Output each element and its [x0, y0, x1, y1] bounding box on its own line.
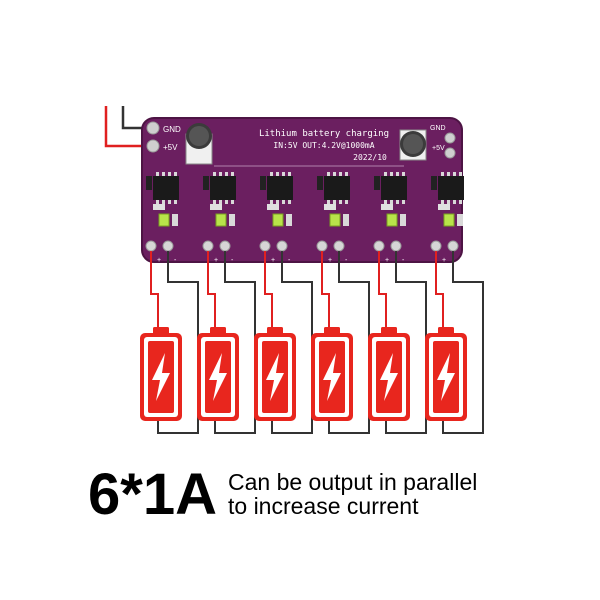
red-wire: [207, 251, 216, 333]
led-icon: [386, 213, 398, 227]
output-pad-plus: [259, 240, 271, 252]
battery-icon: [140, 327, 182, 421]
output-pad-minus: [162, 240, 174, 252]
resistor: [431, 176, 437, 190]
led-icon: [443, 213, 455, 227]
lightning-bolt-icon: [209, 353, 227, 401]
chip-icon: [210, 172, 236, 204]
pad-plus-label: +: [442, 257, 446, 264]
smd-component: [229, 214, 235, 226]
output-pad-minus: [447, 240, 459, 252]
battery-icon: [368, 327, 410, 421]
input-wires: [104, 106, 150, 148]
input-black-wire: [121, 106, 150, 130]
resistor: [203, 176, 209, 190]
led-icon: [272, 213, 284, 227]
pad-minus-label: -: [402, 257, 405, 264]
red-wire: [378, 251, 387, 333]
pad-plus-label: +: [157, 257, 161, 264]
pad-minus-label: -: [345, 257, 348, 264]
red-wire: [150, 251, 159, 333]
lightning-bolt-icon: [380, 353, 398, 401]
board-spec: IN:5V OUT:4.2V@1000mA: [273, 141, 374, 150]
smd-component: [210, 204, 222, 210]
board-title: Lithium battery charging: [259, 129, 389, 139]
pcb-board: GND +5V GND +5V Lithium battery charging…: [141, 117, 464, 264]
input-red-wire: [104, 106, 150, 148]
gnd-label-right: GND: [430, 125, 446, 132]
pad-plus-label: +: [328, 257, 332, 264]
smd-component: [381, 204, 393, 210]
battery-icon: [197, 327, 239, 421]
black-wire: [442, 251, 484, 434]
caption-line-2: to increase current: [228, 493, 419, 519]
battery-icon: [254, 327, 296, 421]
pad-minus-label: -: [459, 257, 462, 264]
smd-component: [153, 204, 165, 210]
red-wire: [264, 251, 273, 333]
red-wire: [321, 251, 330, 333]
pad-minus-label: -: [231, 257, 234, 264]
output-pad-minus: [333, 240, 345, 252]
output-pad-plus: [202, 240, 214, 252]
pad-plus-label: +: [214, 257, 218, 264]
led-icon: [215, 213, 227, 227]
vin-input-pad: [146, 139, 160, 153]
board-date: 2022/10: [353, 153, 387, 162]
battery-icon: [425, 327, 467, 421]
vin-label-right: +5V: [432, 145, 445, 152]
red-wire: [435, 251, 444, 333]
smd-component: [267, 204, 279, 210]
resistor: [317, 176, 323, 190]
pad-plus-label: +: [271, 257, 275, 264]
chip-icon: [438, 172, 464, 204]
led-icon: [329, 213, 341, 227]
capacitor-icon: [185, 123, 213, 165]
capacitor-icon: [399, 129, 427, 161]
led-icon: [158, 213, 170, 227]
pad-plus-label: +: [385, 257, 389, 264]
smd-component: [286, 214, 292, 226]
chip-icon: [267, 172, 293, 204]
smd-component: [438, 204, 450, 210]
resistor: [374, 176, 380, 190]
output-pad-plus: [430, 240, 442, 252]
pad-minus-label: -: [288, 257, 291, 264]
pad-minus-label: -: [174, 257, 177, 264]
gnd-input-pad: [146, 121, 160, 135]
smd-component: [172, 214, 178, 226]
chip-icon: [324, 172, 350, 204]
smd-component: [457, 214, 463, 226]
smd-component: [343, 214, 349, 226]
battery-row: [140, 327, 467, 421]
lightning-bolt-icon: [266, 353, 284, 401]
output-pad-minus: [390, 240, 402, 252]
resistor: [260, 176, 266, 190]
chip-icon: [153, 172, 179, 204]
output-pad-plus: [373, 240, 385, 252]
output-pad-minus: [276, 240, 288, 252]
caption-line-1: Can be output in parallel: [228, 469, 478, 495]
battery-icon: [311, 327, 353, 421]
lightning-bolt-icon: [437, 353, 455, 401]
lightning-bolt-icon: [152, 353, 170, 401]
gnd-label-left: GND: [163, 125, 181, 134]
lightning-bolt-icon: [323, 353, 341, 401]
vin-label-left: +5V: [163, 143, 178, 152]
output-pad-plus: [316, 240, 328, 252]
headline-text: 6*1A: [88, 462, 217, 527]
chip-icon: [381, 172, 407, 204]
output-pad-minus: [219, 240, 231, 252]
smd-component: [324, 204, 336, 210]
smd-component: [400, 214, 406, 226]
charging-channels: + - + - + - + - + - + -: [145, 172, 464, 264]
resistor: [146, 176, 152, 190]
output-pad-plus: [145, 240, 157, 252]
